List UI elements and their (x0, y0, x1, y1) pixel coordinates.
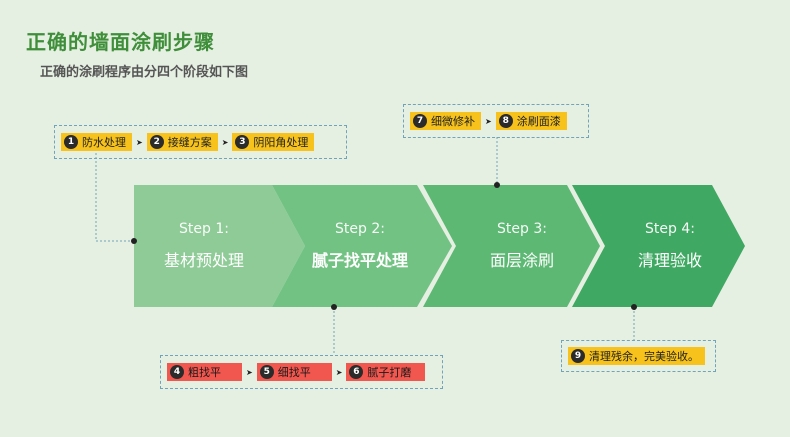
substep-label: 接缝方案 (167, 136, 212, 149)
substep-chip: 4 粗找平 (167, 363, 242, 381)
step-1-text: Step 1: 基材预处理 (134, 221, 274, 271)
step-1-name: 基材预处理 (163, 251, 244, 270)
number-badge: 5 (259, 365, 274, 379)
step-2-name: 腻子找平处理 (311, 251, 408, 270)
substep-label: 腻子打磨 (367, 366, 412, 379)
arrow-right-icon: ➤ (136, 137, 143, 147)
connector-dot-3 (494, 182, 500, 188)
number-badge: 8 (498, 114, 513, 128)
substep-label: 阴阳角处理 (253, 136, 309, 149)
step-2-chevron (272, 185, 452, 307)
step-2-label: Step 2: (335, 221, 385, 237)
number-badge: 6 (349, 365, 364, 379)
substep-label: 粗找平 (188, 366, 221, 379)
connector-dot-4 (631, 304, 637, 310)
number-badge: 9 (571, 349, 585, 363)
step-1-label: Step 1: (179, 221, 229, 237)
substep-chip: 1 防水处理 (61, 133, 132, 151)
number-badge: 3 (235, 135, 250, 149)
step-1-chevron (134, 185, 305, 307)
substep-chip: 9 清理残余，完美验收。 (568, 347, 705, 365)
step-3-chevron (423, 185, 600, 307)
step-4-label: Step 4: (645, 221, 695, 237)
number-badge: 1 (64, 135, 78, 149)
step-4-name: 清理验收 (637, 251, 702, 270)
number-badge: 2 (149, 135, 164, 149)
step-3-label: Step 3: (497, 221, 547, 237)
arrow-right-icon: ➤ (246, 367, 253, 377)
connector-dot-1 (131, 238, 137, 244)
connector-step-1 (95, 153, 134, 242)
substep-group-4: 9 清理残余，完美验收。 (561, 340, 716, 372)
number-badge: 4 (170, 365, 184, 379)
arrow-right-icon: ➤ (485, 116, 492, 126)
step-4-chevron (572, 185, 745, 307)
arrow-right-icon: ➤ (221, 137, 229, 147)
number-badge: 7 (413, 114, 427, 128)
page-title: 正确的墙面涂刷步骤 (26, 30, 215, 54)
substep-chip: 7 细微修补 (410, 112, 481, 130)
substep-label: 细找平 (277, 366, 311, 379)
substep-label: 涂刷面漆 (516, 115, 561, 128)
connector-dot-2 (331, 304, 337, 310)
substep-label: 清理残余，完美验收。 (589, 350, 699, 363)
substep-label: 防水处理 (82, 136, 126, 149)
step-3-text: Step 3: 面层涂刷 (452, 221, 592, 271)
substep-label: 细微修补 (431, 115, 475, 128)
step-3-name: 面层涂刷 (489, 251, 554, 270)
arrow-right-icon: ➤ (335, 367, 343, 377)
page-subtitle: 正确的涂刷程序由分四个阶段如下图 (40, 65, 249, 80)
step-2-text: Step 2: 腻子找平处理 (290, 221, 430, 271)
step-4-text: Step 4: 清理验收 (600, 221, 740, 271)
